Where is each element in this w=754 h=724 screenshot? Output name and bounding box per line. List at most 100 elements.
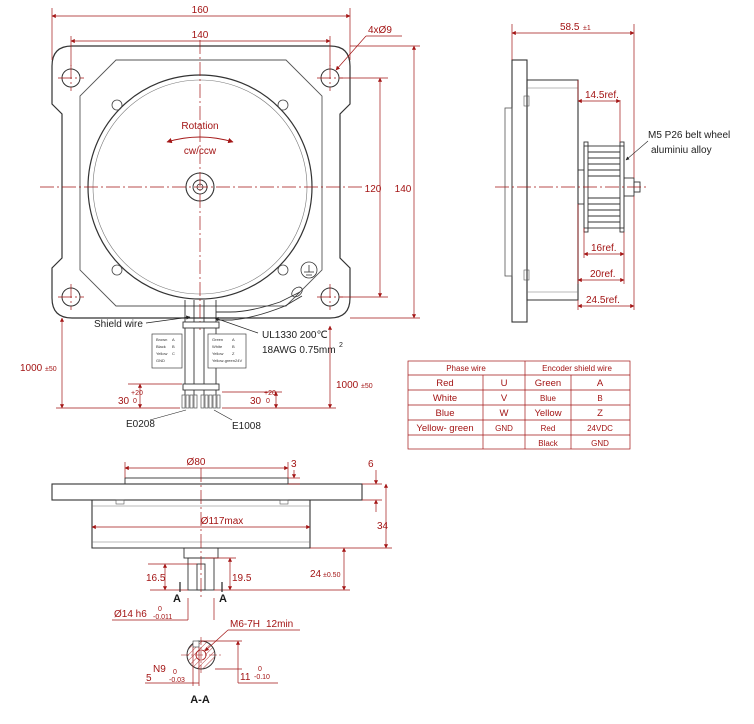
dim-flange-t: 6 (368, 459, 374, 470)
dim-shaft-len-tol: ±0.50 (323, 572, 341, 579)
table-header-encoder: Encoder shield wire (542, 364, 612, 373)
dim-ref-245 (577, 196, 635, 310)
pulley-note-2: aluminiu alloy (651, 145, 712, 156)
dim-lead-right (222, 325, 336, 409)
shield-wire-label: Shield wire (94, 319, 143, 330)
dim-overall-width-label: 160 (192, 5, 209, 16)
dim-ref-16 (583, 228, 625, 258)
svg-text:White: White (433, 393, 457, 404)
wire-ends (181, 394, 221, 409)
svg-text:White: White (212, 344, 223, 349)
svg-text:A: A (172, 337, 175, 342)
svg-text:Yellow: Yellow (156, 351, 168, 356)
connector-left: E0208 (126, 419, 155, 430)
dim-overall-height (350, 45, 420, 319)
dim-body-h (310, 483, 392, 549)
section-mark-right: A (219, 593, 227, 605)
front-view: Rotation cw/ccw Brown A Black B (20, 5, 420, 432)
svg-text:Blue: Blue (540, 394, 557, 403)
side-body (526, 79, 579, 301)
svg-text:Z: Z (232, 351, 235, 356)
svg-text:GND: GND (495, 424, 513, 433)
svg-text:Yellow: Yellow (212, 351, 224, 356)
lead-length-left-tol: ±50 (45, 366, 57, 373)
cable-spec-exp: 2 (339, 342, 343, 349)
key-depth-tol-lo: -0.10 (254, 674, 270, 681)
bottom-flange (51, 483, 363, 501)
svg-text:Red: Red (436, 378, 453, 389)
mounting-holes (61, 68, 340, 307)
dim-side-length-label: 58.5 (560, 22, 580, 33)
connector-right: E1008 (232, 421, 261, 432)
dim-pilot-h: 3 (291, 459, 297, 470)
thread-depth: 12min (266, 619, 293, 630)
dim-hole-spacing-y-label: 120 (365, 184, 382, 195)
dim-overall-height-label: 140 (395, 184, 412, 195)
table-row: Black GND (538, 439, 609, 448)
svg-text:Z: Z (597, 408, 603, 419)
lead-length-left: 1000 (20, 363, 43, 374)
dim-shaft-len (214, 547, 350, 591)
svg-text:A: A (597, 378, 604, 389)
dim-pulley-offset (577, 80, 621, 142)
dim-hole-spacing-y (340, 77, 388, 298)
section-view: M6-7H 12min N9 0 -0.03 5 11 0 -0.10 A-A (145, 619, 300, 706)
side-view: 58.5 ±1 14.5ref. M5 P26 belt wheel alumi… (495, 22, 730, 323)
strip-left-tol-lo: 0 (133, 398, 137, 405)
key-width-class: N9 (153, 664, 166, 675)
dim-lead-left (56, 317, 180, 409)
svg-text:24VDC: 24VDC (587, 424, 613, 433)
table-row: White V Blue B (433, 393, 603, 404)
svg-text:W: W (500, 408, 509, 419)
key-depth-tol-up: 0 (258, 666, 262, 673)
svg-text:Yellow: Yellow (534, 408, 561, 419)
table-row: Blue W Yellow Z (435, 408, 603, 419)
dim-shaft-dia: Ø14 h6 (114, 609, 147, 620)
svg-text:Red: Red (541, 424, 556, 433)
dim-overall-width (51, 8, 351, 60)
pulley-note-1: M5 P26 belt wheel (648, 130, 730, 141)
svg-text:Black: Black (538, 439, 559, 448)
svg-text:Brown: Brown (156, 337, 167, 342)
key-depth: 11 (240, 672, 251, 683)
center-lines (40, 40, 365, 330)
dim-key-lines (148, 557, 236, 591)
dim-pulley-offset-label: 14.5ref. (585, 90, 619, 101)
dim-shaft-len-label: 24 (310, 569, 322, 580)
cable-spec-2: 18AWG 0.75mm (262, 345, 336, 356)
dim-hole-spacing-x-label: 140 (192, 30, 209, 41)
svg-text:GND: GND (591, 439, 609, 448)
dim-key-depth (201, 640, 278, 684)
flange-recess (79, 59, 323, 307)
bottom-view: Ø80 3 6 Ø117max 34 24 ±0.50 (51, 457, 392, 621)
flange-outline (51, 45, 351, 319)
cable-spec-1: UL1330 200℃ (262, 330, 328, 341)
svg-text:GND: GND (156, 358, 165, 363)
strip-right-tol-up: +20 (264, 390, 276, 397)
strip-right: 30 (250, 396, 262, 407)
dim-key-left: 16.5 (146, 573, 166, 584)
screw-heads (111, 99, 289, 276)
thread-note: M6-7H (230, 619, 260, 630)
svg-text:B: B (597, 394, 602, 403)
svg-text:Yellow-green: Yellow-green (212, 358, 235, 363)
dim-hole-spacing-x (70, 36, 331, 66)
dim-key-right: 19.5 (232, 573, 252, 584)
dim-body-dia: Ø117max (201, 516, 244, 527)
svg-text:Blue: Blue (435, 408, 454, 419)
dim-ref-20-label: 20ref. (590, 269, 616, 280)
strip-right-tol-lo: 0 (266, 398, 270, 405)
dim-key-width (145, 647, 200, 686)
dim-pilot (124, 462, 289, 478)
svg-text:C: C (172, 351, 175, 356)
rotation-label: Rotation (181, 121, 218, 132)
cable-label-encoder: Green A White B Yellow Z Yellow-green 24… (207, 333, 247, 369)
section-mark-left: A (173, 593, 181, 605)
dim-ref-16-label: 16ref. (591, 243, 617, 254)
dim-side-length-tol: ±1 (583, 25, 591, 32)
dim-holes-label: 4xØ9 (368, 25, 392, 36)
dim-ref-20 (577, 204, 625, 284)
lead-length-right: 1000 (336, 380, 359, 391)
key-width-val: 5 (146, 673, 152, 684)
section-title: A-A (190, 694, 210, 706)
